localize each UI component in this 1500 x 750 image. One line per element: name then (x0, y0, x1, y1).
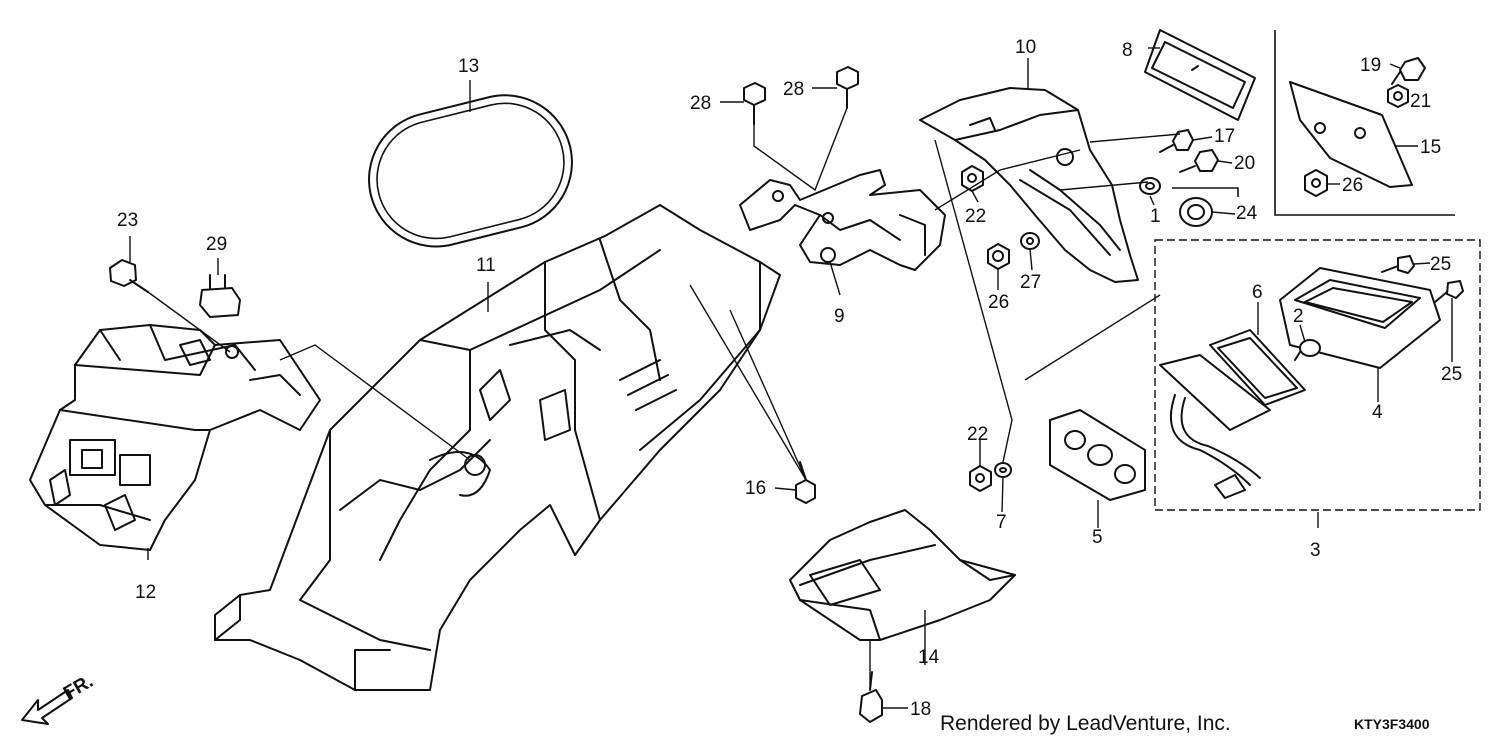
callout-7: 7 (996, 512, 1007, 533)
bolt-28-right-part[interactable] (836, 66, 859, 109)
callout-10: 10 (1015, 37, 1036, 58)
taillight-lens-part[interactable] (1279, 267, 1441, 369)
bolt-28-left-part[interactable] (743, 82, 766, 125)
callout-8: 8 (1122, 40, 1133, 61)
base-plate-part[interactable] (1049, 409, 1146, 501)
nut-26-left-part[interactable] (987, 243, 1010, 270)
bracket-part[interactable] (739, 169, 946, 271)
license-group-frame (1274, 30, 1455, 216)
callout-12: 12 (135, 582, 156, 603)
callout-2: 2 (1293, 306, 1304, 327)
callout-24: 24 (1236, 203, 1258, 224)
callout-13: 13 (458, 56, 479, 77)
nut-21-part[interactable] (1387, 84, 1409, 108)
callout-26-left: 26 (988, 292, 1009, 313)
clip-18-part[interactable] (859, 671, 883, 723)
callout-15: 15 (1420, 137, 1441, 158)
fuse-holder-part[interactable] (199, 274, 241, 318)
callout-27: 27 (1020, 272, 1041, 293)
washer-1-part[interactable] (1139, 177, 1161, 195)
screw-20-part[interactable] (1179, 149, 1219, 173)
rear-mount-part[interactable] (919, 87, 1139, 283)
license-bracket-part[interactable] (1289, 81, 1413, 188)
callout-28-left: 28 (690, 93, 711, 114)
rear-fender-part[interactable] (214, 204, 781, 691)
under-cover-part[interactable] (789, 509, 1016, 641)
diagram-code: KTY3F3400 (1354, 716, 1430, 732)
washer-27-part[interactable] (1020, 232, 1040, 250)
callout-19: 19 (1360, 55, 1381, 76)
bolt-19-part[interactable] (1391, 57, 1426, 85)
seal-ring-part[interactable] (355, 81, 586, 261)
callout-29: 29 (206, 234, 227, 255)
grommet-24-part[interactable] (1179, 197, 1213, 227)
leader-lines (129, 47, 1453, 709)
front-arrow-icon: FR. (21, 671, 97, 725)
callout-22-lower: 22 (967, 424, 988, 445)
callout-18: 18 (910, 699, 931, 720)
callout-21: 21 (1410, 91, 1431, 112)
nut-22-upper-part[interactable] (961, 165, 984, 192)
screw-25-lower-part[interactable] (1434, 280, 1464, 303)
nut-26-right-part[interactable] (1304, 169, 1328, 197)
callout-20: 20 (1234, 153, 1255, 174)
callout-5: 5 (1092, 527, 1103, 548)
screw-17-part[interactable] (1159, 129, 1194, 153)
screw-25-upper-part[interactable] (1381, 255, 1415, 274)
battery-tray-part[interactable] (29, 324, 321, 551)
socket-harness-part[interactable] (1159, 354, 1271, 499)
callout-17: 17 (1214, 126, 1235, 147)
callout-3: 3 (1310, 540, 1321, 561)
callout-4: 4 (1372, 402, 1383, 423)
taillight-assembly-box (1154, 239, 1481, 511)
callout-28-right: 28 (783, 79, 804, 100)
callout-6: 6 (1252, 282, 1263, 303)
callout-26-right: 26 (1342, 175, 1363, 196)
callout-22-upper: 22 (965, 206, 986, 227)
callout-labels: 1 2 3 4 5 6 7 8 9 10 11 12 13 14 15 16 1… (117, 37, 1462, 720)
nut-22-lower-part[interactable] (969, 465, 992, 492)
bolt-23-part[interactable] (109, 259, 149, 293)
callout-1: 1 (1150, 206, 1161, 227)
callout-11: 11 (476, 255, 496, 276)
callout-25-upper: 25 (1430, 254, 1451, 275)
gasket-6-part[interactable] (1209, 329, 1306, 406)
reflector-part[interactable] (1144, 29, 1256, 121)
washer-7-part[interactable] (994, 462, 1012, 478)
callout-25-lower: 25 (1441, 364, 1462, 385)
callout-23: 23 (117, 210, 138, 231)
credit-text: Rendered by LeadVenture, Inc. (940, 712, 1231, 735)
callout-16: 16 (745, 478, 766, 499)
grommet-bracket-line (1172, 187, 1239, 197)
callout-9: 9 (834, 306, 845, 327)
callout-14: 14 (918, 647, 940, 668)
bulb-2-part[interactable] (1294, 339, 1321, 361)
